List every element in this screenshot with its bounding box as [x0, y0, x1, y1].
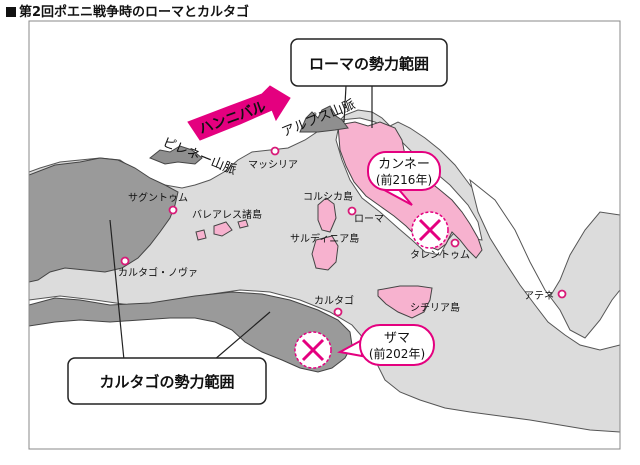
- island-label-corsica: コルシカ島: [303, 190, 353, 203]
- city-marker-rome: [347, 206, 357, 216]
- island-label-balearic: バレアレス諸島: [192, 208, 262, 221]
- city-label-tarentum: タレントゥム: [410, 249, 470, 261]
- balearic-island-3: [237, 219, 249, 229]
- battle-name-zama: ザマ: [384, 331, 410, 346]
- land-balkans: [469, 178, 620, 351]
- title-square-icon: [6, 7, 16, 17]
- city-label-massilia: マッシリア: [248, 160, 298, 171]
- crossed-swords-icon: [294, 331, 332, 369]
- city-marker-carthage: [333, 307, 343, 317]
- city-marker-tarentum: [450, 238, 460, 248]
- city-label-saguntum: サグントゥム: [128, 191, 188, 204]
- hannibal-route-arrow-icon: [187, 85, 291, 141]
- pyrenees-mountain-icon: [149, 145, 203, 165]
- city-label-rome: ローマ: [354, 214, 384, 225]
- city-marker-massilia: [270, 146, 280, 156]
- island-label-sicily: シチリア島: [410, 301, 460, 314]
- city-marker-saguntum: [168, 205, 178, 215]
- balearic-island-1: [195, 229, 207, 241]
- map-body: ハンニバル アルプス山脈 ピレネー山脈 マッシリア サグントゥム カルタゴ・ノヴ…: [29, 21, 620, 449]
- battle-year-cannae: (前216年): [376, 172, 432, 187]
- rome-sicily: [377, 285, 433, 319]
- rome-corsica: [317, 197, 337, 233]
- legend-rome-label: ローマの勢力範囲: [309, 55, 429, 73]
- city-marker-athens: [557, 289, 567, 299]
- map-title-text: 第2回ポエニ戦争時のローマとカルタゴ: [19, 5, 250, 20]
- balearic-island-2: [213, 221, 233, 237]
- legend-carthage-label: カルタゴの勢力範囲: [99, 373, 234, 391]
- alps-mountain-icon: [299, 105, 349, 133]
- legend-rome: ローマの勢力範囲: [290, 38, 448, 128]
- battle-year-zama: (前202年): [369, 346, 425, 361]
- crossed-swords-icon: [411, 211, 449, 249]
- carthage-africa: [29, 291, 353, 373]
- city-label-athens: アテネ: [524, 290, 554, 302]
- city-label-carthago-nova: カルタゴ・ノヴァ: [118, 266, 198, 279]
- legend-carthage: カルタゴの勢力範囲: [67, 219, 271, 405]
- battle-name-cannae: カンネー: [378, 157, 430, 172]
- map-title: 第2回ポエニ戦争時のローマとカルタゴ: [6, 1, 249, 20]
- rome-sardinia: [311, 235, 339, 271]
- map-frame: [28, 20, 621, 450]
- city-marker-carthago-nova: [120, 256, 130, 266]
- battle-callout-zama: ザマ (前202年): [337, 324, 435, 366]
- city-label-carthage: カルタゴ: [314, 294, 354, 307]
- island-label-sardinia: サルディニア島: [290, 232, 359, 245]
- battle-callout-cannae: カンネー (前216年): [367, 151, 441, 206]
- carthage-iberia: [29, 157, 179, 283]
